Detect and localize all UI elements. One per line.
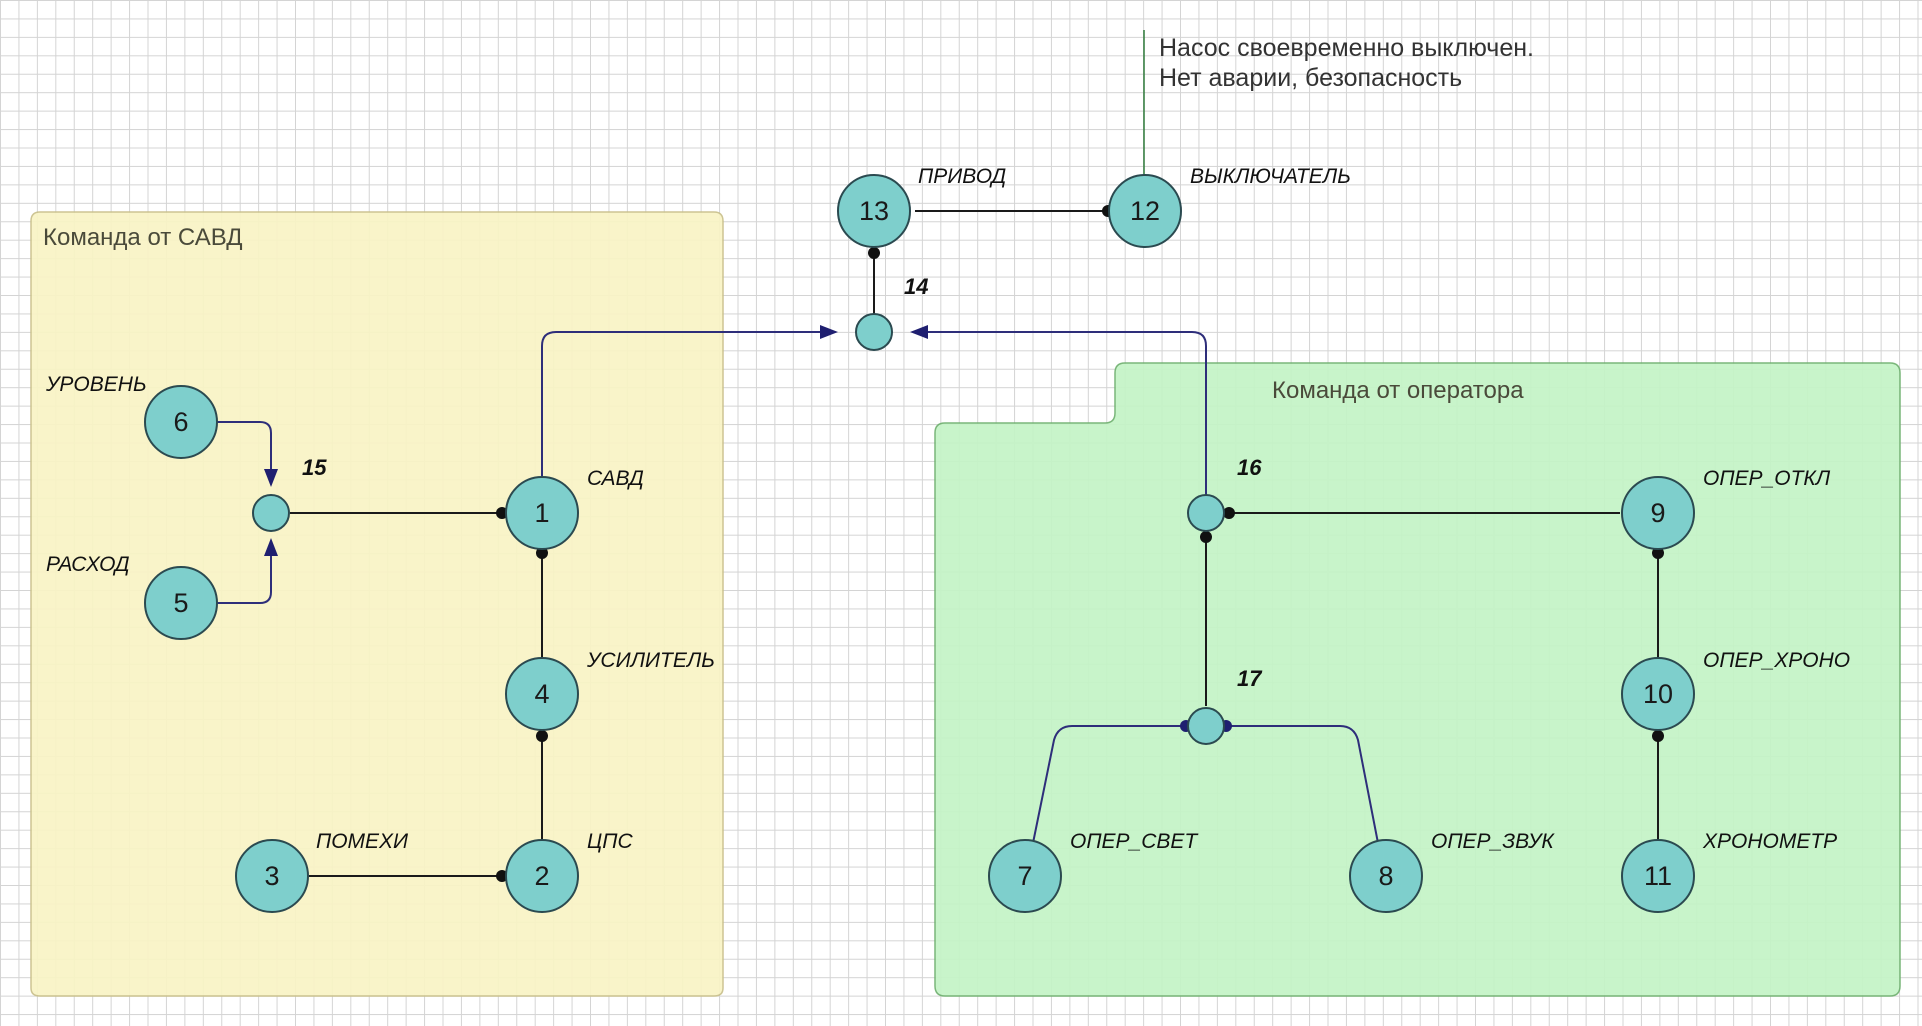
edge-6-15[interactable] [217,421,272,470]
group-operator-label: Команда от оператора [1272,377,1524,404]
node-10-number: 10 [1643,679,1673,709]
node-9-number: 9 [1650,498,1665,528]
arrow-head [820,325,838,339]
node-1-label: САВД [587,467,644,490]
node-9-circle [1621,476,1695,550]
note-line-1: Насос своевременно выключен. [1159,34,1534,62]
edge-end-dot [496,870,508,882]
node-7[interactable]: 7 ОПЕР_СВЕТ [988,830,1199,913]
node-12-number: 12 [1130,196,1160,226]
node-2[interactable]: 2 ЦПС [505,830,633,913]
note-line-2: Нет аварии, безопасность [1159,64,1462,92]
node-7-number: 7 [1017,861,1032,891]
edge-end-dot [536,730,548,742]
node-5-circle [144,566,218,640]
node-12[interactable]: 12 ВЫКЛЮЧАТЕЛЬ [1108,165,1351,248]
hub-15[interactable]: 15 [252,455,327,532]
node-4-number: 4 [534,679,549,709]
node-12-circle [1108,174,1182,248]
group-savd-frame [30,211,724,997]
node-4-circle [505,657,579,731]
node-1[interactable]: 1 САВД [505,467,644,550]
hub-16[interactable]: 16 [1187,455,1262,532]
node-5[interactable]: 5 РАСХОД [46,553,218,640]
arrow-head [264,469,278,487]
edge-end-dot [1200,531,1212,543]
edge-end-dot [536,547,548,559]
hub-15-label: 15 [302,455,327,480]
node-6-number: 6 [173,407,188,437]
hub-14-circle [855,313,893,351]
node-13[interactable]: 13 ПРИВОД [837,165,1006,248]
node-11[interactable]: 11 ХРОНОМЕТР [1621,830,1837,913]
group-savd-label: Команда от САВД [43,224,242,251]
node-12-label: ВЫКЛЮЧАТЕЛЬ [1190,165,1351,188]
edges [217,205,1664,882]
annotation-note: Насос своевременно выключен. Нет аварии,… [1143,30,1534,175]
hub-16-circle [1187,494,1225,532]
arrow-head [264,538,278,556]
node-10-label: ОПЕР_ХРОНО [1703,649,1850,672]
node-5-number: 5 [173,588,188,618]
node-8-number: 8 [1378,861,1393,891]
node-7-circle [988,839,1062,913]
edge-end-dot [1652,730,1664,742]
hub-17-label: 17 [1237,666,1263,691]
node-11-circle [1621,839,1695,913]
node-5-label: РАСХОД [46,553,130,576]
node-3-label: ПОМЕХИ [316,830,409,853]
edge-5-15[interactable] [217,555,272,604]
hub-14-label: 14 [904,274,928,299]
node-3[interactable]: 3 ПОМЕХИ [235,830,409,913]
arrow-head [910,325,928,339]
hub-16-label: 16 [1237,455,1262,480]
group-operator[interactable]: Команда от оператора [934,362,1901,997]
node-1-number: 1 [534,498,549,528]
node-2-label: ЦПС [587,830,633,853]
node-13-label: ПРИВОД [918,165,1006,188]
node-9[interactable]: 9 ОПЕР_ОТКЛ [1621,467,1831,550]
node-13-number: 13 [859,196,889,226]
node-13-circle [837,174,911,248]
node-3-number: 3 [264,861,279,891]
hub-17[interactable]: 17 [1187,666,1263,745]
node-6-label: УРОВЕНЬ [45,373,147,396]
edge-1-14[interactable] [541,331,822,477]
node-1-circle [505,476,579,550]
hub-15-circle [252,494,290,532]
node-3-circle [235,839,309,913]
hub-17-circle [1187,707,1225,745]
group-operator-frame [934,362,1901,997]
edge-end-dot [1223,507,1235,519]
edge-end-dot [496,507,508,519]
node-6-circle [144,385,218,459]
edge-end-dot [868,247,880,259]
edge-8-17[interactable] [1226,725,1379,844]
node-8-circle [1349,839,1423,913]
edge-16-14[interactable] [926,331,1207,498]
node-6[interactable]: 6 УРОВЕНЬ [45,373,218,459]
hub-14[interactable]: 14 [855,274,928,351]
node-8[interactable]: 8 ОПЕР_ЗВУК [1349,830,1555,913]
node-10-circle [1621,657,1695,731]
node-11-label: ХРОНОМЕТР [1702,830,1837,853]
node-9-label: ОПЕР_ОТКЛ [1703,467,1831,490]
node-4[interactable]: 4 УСИЛИТЕЛЬ [505,649,715,731]
node-11-number: 11 [1644,861,1672,891]
node-8-label: ОПЕР_ЗВУК [1431,830,1555,853]
node-10[interactable]: 10 ОПЕР_ХРОНО [1621,649,1850,731]
node-4-label: УСИЛИТЕЛЬ [586,649,715,672]
edge-7-17[interactable] [1032,725,1186,844]
node-2-number: 2 [534,861,549,891]
group-savd[interactable]: Команда от САВД [30,211,724,997]
node-7-label: ОПЕР_СВЕТ [1070,830,1199,853]
edge-end-dot [1652,547,1664,559]
node-2-circle [505,839,579,913]
